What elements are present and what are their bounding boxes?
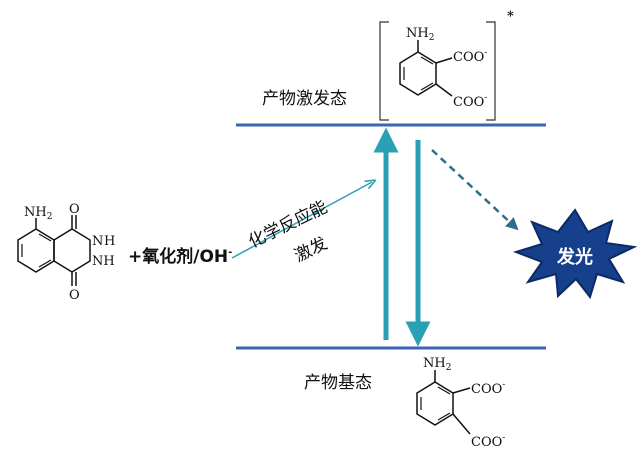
svg-text:NH2: NH2 bbox=[423, 356, 451, 373]
reactant-oxidant-label: +氧化剂/OH- bbox=[128, 246, 232, 267]
svg-text:*: * bbox=[507, 9, 514, 24]
svg-text:O: O bbox=[69, 202, 80, 217]
svg-text:NH2: NH2 bbox=[406, 26, 434, 43]
svg-text:O: O bbox=[69, 288, 80, 303]
light-emission-dashed-arrow bbox=[431, 149, 519, 231]
activation-label-line2: 激发 bbox=[291, 234, 330, 267]
svg-text:N: N bbox=[92, 234, 103, 249]
svg-text:COO-: COO- bbox=[471, 433, 505, 450]
activation-energy-arrow bbox=[231, 182, 372, 259]
svg-text:COO-: COO- bbox=[453, 48, 487, 65]
light-burst-label: 发光 bbox=[556, 246, 593, 268]
light-burst-shape bbox=[512, 208, 638, 300]
excited-state-label: 产物激发态 bbox=[262, 89, 347, 109]
ground-product-structure: NH2 COO- COO- bbox=[416, 356, 505, 450]
svg-text:COO-: COO- bbox=[471, 380, 505, 397]
ground-state-label: 产物基态 bbox=[304, 373, 372, 393]
excited-product-structure: NH2 COO- COO- * bbox=[379, 9, 514, 121]
svg-text:NH: NH bbox=[92, 254, 115, 269]
svg-text:COO-: COO- bbox=[453, 93, 487, 110]
luminol-structure: NH2 O O N H NH bbox=[17, 202, 115, 303]
svg-text:NH2: NH2 bbox=[24, 205, 52, 222]
svg-text:H: H bbox=[104, 234, 115, 249]
